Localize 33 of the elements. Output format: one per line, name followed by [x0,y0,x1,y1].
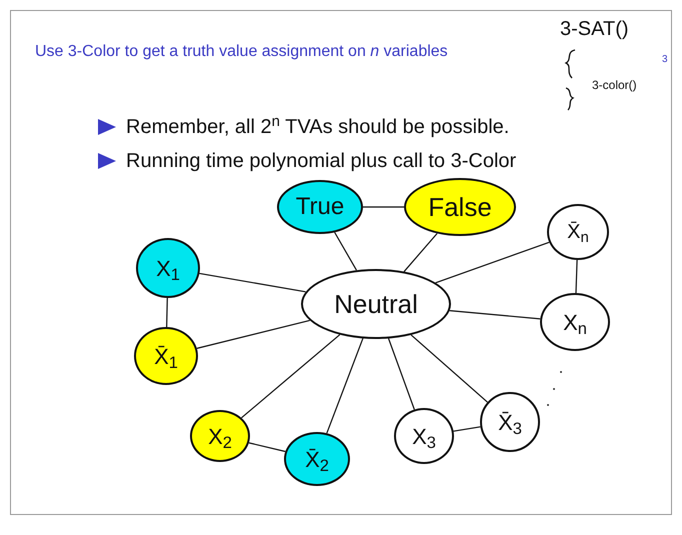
connector-line [453,426,480,432]
node-label: Neutral [334,288,418,320]
bullet-text: Running time polynomial plus call to 3-Color [126,149,516,174]
connector-line [334,232,357,270]
node-label: X̄$_{n}$ [567,220,589,247]
node-label: X̄$_{3}$ [498,408,522,438]
page-number: 3 [662,53,668,67]
connector-line [410,334,488,403]
connector-line [326,338,364,434]
node-label: False [428,190,492,224]
node-label: X$_{n}$ [563,308,587,338]
connector-line [166,298,168,328]
node-label: X$_{3}$ [412,422,436,452]
connector-line [404,233,438,272]
node-label: X̄$_{2}$ [305,446,329,476]
connector-line [435,242,550,284]
connector-line [241,334,340,418]
bullet-text: Remember, all 2$^{n}$ TVAs should be possible. [126,112,510,140]
connector-line [196,320,310,349]
connector-line [575,260,578,294]
node-label: X̄$_{1}$ [154,342,178,372]
slide-title: Use 3-Color to get a truth value assignment on n variables [35,42,448,62]
node-label: X$_{1}$ [156,254,180,284]
connector-line [199,272,306,292]
ellipse-node [190,410,250,462]
connector-line [388,338,415,410]
connector-line [450,310,540,320]
connector-line [248,442,286,452]
handwritten-note: 3-SAT() [560,17,629,42]
node-label: X$_{2}$ [208,422,232,452]
connector-line [363,206,404,208]
handwritten-note: 3-color() [592,77,637,94]
node-label: True [296,192,344,222]
